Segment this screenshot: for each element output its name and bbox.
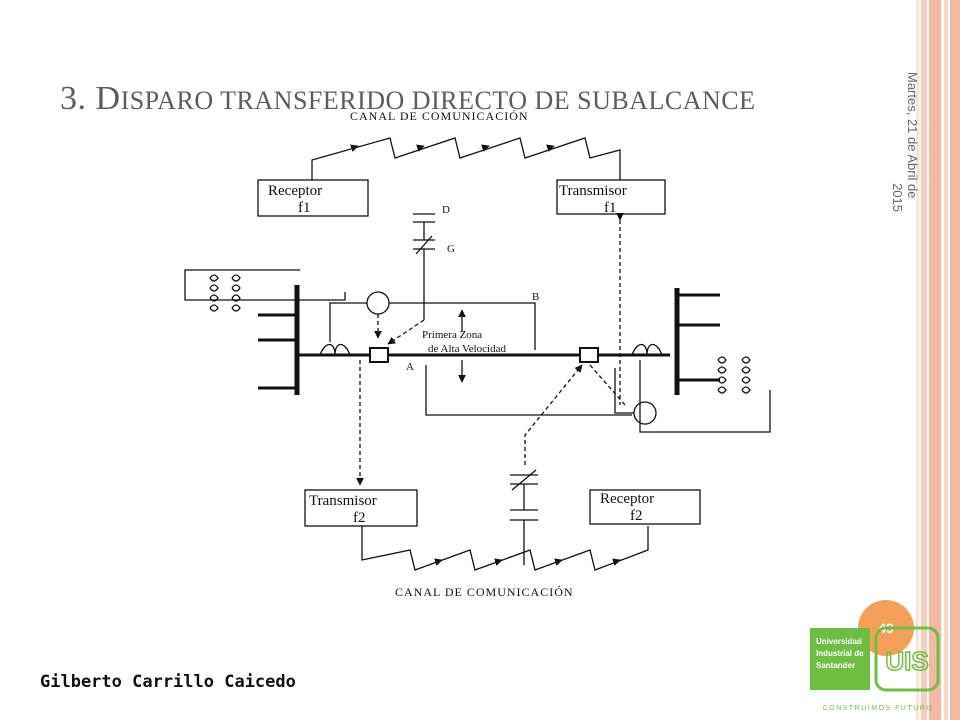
reach-b-line [389, 302, 536, 350]
label-g: G [447, 243, 455, 255]
receptor-f1-box [257, 179, 369, 217]
right-breaker [579, 347, 599, 363]
right-ct-loop [639, 360, 771, 433]
label-b: B [532, 291, 539, 303]
bottom-contact-to-breaker [524, 364, 583, 465]
label-a: A [406, 361, 414, 373]
transmisor-f2-label-1: Transmisor [309, 493, 377, 509]
canal-top-arrow-4 [546, 144, 555, 152]
canal-bottom-label: CANAL DE COMUNICACIÓN [395, 585, 574, 599]
canal-top-arrow-3 [481, 144, 490, 152]
author-name: Gilberto Carrillo Caicedo [40, 672, 296, 692]
right-ct-line [631, 343, 663, 356]
left-transformer-coil-2 [231, 274, 241, 312]
logo-text-2: Industrial de [816, 649, 864, 658]
diagram-background [170, 110, 800, 610]
right-breaker-to-relay [589, 364, 626, 406]
slide-date: Martes, 21 de Abril de 2015 [880, 72, 920, 232]
receptor-f1-label-1: Receptor [268, 183, 322, 199]
date-line-1: Martes, 21 de Abril de [905, 72, 920, 199]
left-relay-wire [329, 302, 367, 342]
date-line-2: 2015 [890, 183, 905, 212]
logo-monogram: UIS [885, 646, 928, 676]
canal-bottom-arrow-3 [554, 558, 563, 566]
canal-bottom-arrow-1 [434, 558, 443, 566]
transmisor-f1-label-2: f1 [604, 200, 617, 216]
transmisor-f2-label-2: f2 [353, 510, 366, 526]
logo-green-block [810, 628, 870, 690]
receptor-f2-label-2: f2 [630, 508, 643, 524]
title-prefix: 3. D [60, 80, 121, 117]
stripe-3 [929, 0, 941, 720]
stripe-1 [916, 0, 919, 720]
stripe-2 [921, 0, 927, 720]
canal-top-line [311, 137, 621, 180]
reach-a-line [425, 365, 632, 416]
transmisor-f2-box [304, 489, 418, 527]
zone-label-1: Primera Zona [422, 329, 482, 341]
left-breaker [369, 347, 389, 363]
logo-text-3: Santander [816, 661, 855, 670]
logo-tagline: CONSTRUIMOS FUTURO [823, 705, 934, 712]
left-transformer-coil-1 [209, 274, 219, 312]
receptor-f1-label-2: f1 [298, 200, 311, 216]
canal-bottom-arrow-2 [494, 558, 503, 566]
right-relay-wire [614, 368, 634, 414]
zone-label-2: de Alta Velocidad [428, 343, 506, 355]
right-transformer-coil-1 [717, 356, 727, 394]
receptor-f2-label-1: Receptor [600, 491, 654, 507]
canal-bottom-arrow-4 [612, 558, 621, 566]
left-ct-loop [184, 269, 346, 301]
protection-diagram: CANAL DE COMUNICACIÓN Receptor f1 Transm… [170, 110, 800, 610]
logo-monogram-frame [874, 626, 940, 692]
label-d: D [442, 204, 450, 216]
stripe-5 [950, 0, 960, 720]
left-ct-line [319, 343, 351, 356]
canal-top-label: CANAL DE COMUNICACIÓN [350, 110, 529, 123]
bottom-contact-slash [511, 469, 537, 491]
transmisor-f1-label-1: Transmisor [559, 183, 627, 199]
logo-text-1: Universidad [816, 637, 862, 646]
contact-g-slash [415, 235, 433, 255]
canal-top-arrow-2 [416, 144, 425, 152]
contact-trip-dashed [387, 319, 425, 345]
canal-top-arrow-1 [350, 144, 359, 152]
receptor-f2-box [589, 489, 701, 525]
transmisor-f1-box [556, 179, 666, 215]
uis-logo: Universidad Industrial de Santander UIS … [810, 626, 940, 712]
stripe-4 [944, 0, 948, 720]
right-transformer-coil-2 [741, 356, 751, 394]
